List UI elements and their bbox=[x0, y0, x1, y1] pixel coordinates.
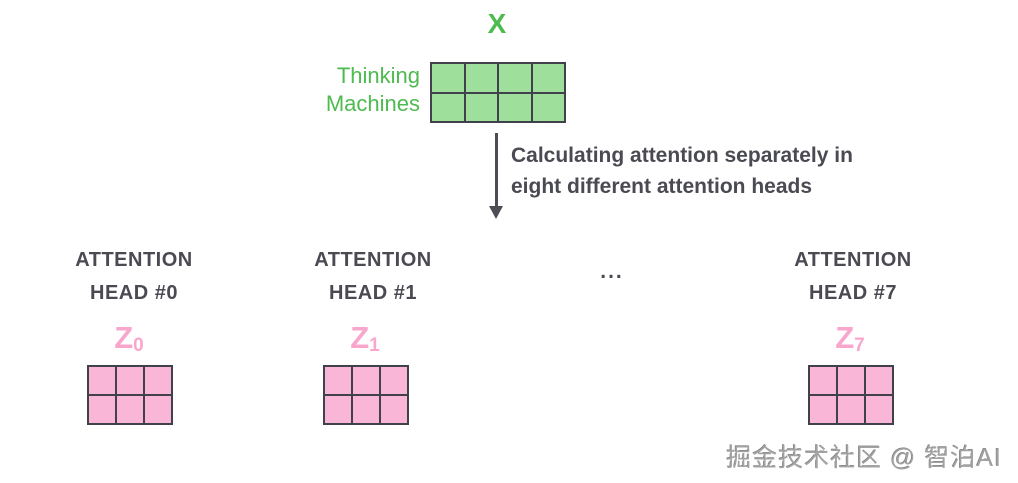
z7-label-subscript: 7 bbox=[854, 335, 865, 356]
input-token-machines: Machines bbox=[325, 91, 420, 116]
matrix-cell bbox=[144, 395, 172, 424]
z1-label-base: Z bbox=[350, 320, 370, 355]
attention-head-7-title-line2: HEAD #7 bbox=[809, 282, 897, 304]
attention-head-7-title-line1: ATTENTION bbox=[794, 249, 912, 271]
input-token-thinking: Thinking bbox=[336, 63, 420, 88]
attention-head-1-title-line1: ATTENTION bbox=[314, 249, 432, 271]
matrix-cell bbox=[837, 366, 865, 395]
matrix-cell bbox=[88, 366, 116, 395]
matrix-cell bbox=[865, 395, 893, 424]
z1-matrix bbox=[323, 365, 409, 425]
z0-matrix bbox=[87, 365, 173, 425]
matrix-cell bbox=[498, 92, 532, 122]
matrix-cell bbox=[531, 63, 565, 93]
input-tokens-label: Thinking Machines bbox=[230, 62, 420, 118]
heads-ellipsis: ... bbox=[600, 260, 624, 283]
matrix-cell bbox=[431, 92, 465, 122]
z0-label-subscript: 0 bbox=[133, 335, 144, 356]
z7-matrix bbox=[808, 365, 894, 425]
matrix-cell bbox=[498, 63, 532, 93]
watermark: 掘金技术社区 @ 智泊AI bbox=[726, 444, 1002, 472]
down-arrow-line bbox=[495, 133, 498, 207]
attention-head-1-title-line2: HEAD #1 bbox=[329, 282, 417, 304]
matrix-cell bbox=[809, 395, 837, 424]
attention-head-7-title: ATTENTION HEAD #7 bbox=[763, 244, 943, 310]
arrow-caption-line2: eight different attention heads bbox=[511, 175, 813, 198]
down-arrow-head-icon bbox=[489, 206, 503, 219]
matrix-cell bbox=[352, 395, 380, 424]
input-matrix-label: X bbox=[487, 8, 507, 39]
matrix-cell bbox=[809, 366, 837, 395]
matrix-cell bbox=[380, 366, 408, 395]
matrix-cell bbox=[837, 395, 865, 424]
matrix-cell bbox=[352, 366, 380, 395]
matrix-cell bbox=[324, 395, 352, 424]
matrix-cell bbox=[865, 366, 893, 395]
matrix-cell bbox=[324, 366, 352, 395]
matrix-cell bbox=[464, 92, 498, 122]
matrix-cell bbox=[531, 92, 565, 122]
z0-label-base: Z bbox=[114, 320, 134, 355]
attention-head-1-title: ATTENTION HEAD #1 bbox=[283, 244, 463, 310]
matrix-cell bbox=[144, 366, 172, 395]
z7-label: Z7 bbox=[808, 320, 892, 357]
attention-head-0-title-line1: ATTENTION bbox=[75, 249, 193, 271]
matrix-cell bbox=[431, 63, 465, 93]
matrix-cell bbox=[88, 395, 116, 424]
matrix-cell bbox=[116, 395, 144, 424]
input-matrix-x bbox=[430, 62, 566, 123]
matrix-cell bbox=[464, 63, 498, 93]
z0-label: Z0 bbox=[87, 320, 171, 357]
z7-label-base: Z bbox=[835, 320, 855, 355]
matrix-cell bbox=[116, 366, 144, 395]
attention-head-0-title-line2: HEAD #0 bbox=[90, 282, 178, 304]
z1-label-subscript: 1 bbox=[369, 335, 380, 356]
arrow-caption-line1: Calculating attention separately in bbox=[511, 144, 853, 167]
attention-head-0-title: ATTENTION HEAD #0 bbox=[44, 244, 224, 310]
matrix-cell bbox=[380, 395, 408, 424]
arrow-caption: Calculating attention separately in eigh… bbox=[511, 140, 853, 202]
z1-label: Z1 bbox=[323, 320, 407, 357]
